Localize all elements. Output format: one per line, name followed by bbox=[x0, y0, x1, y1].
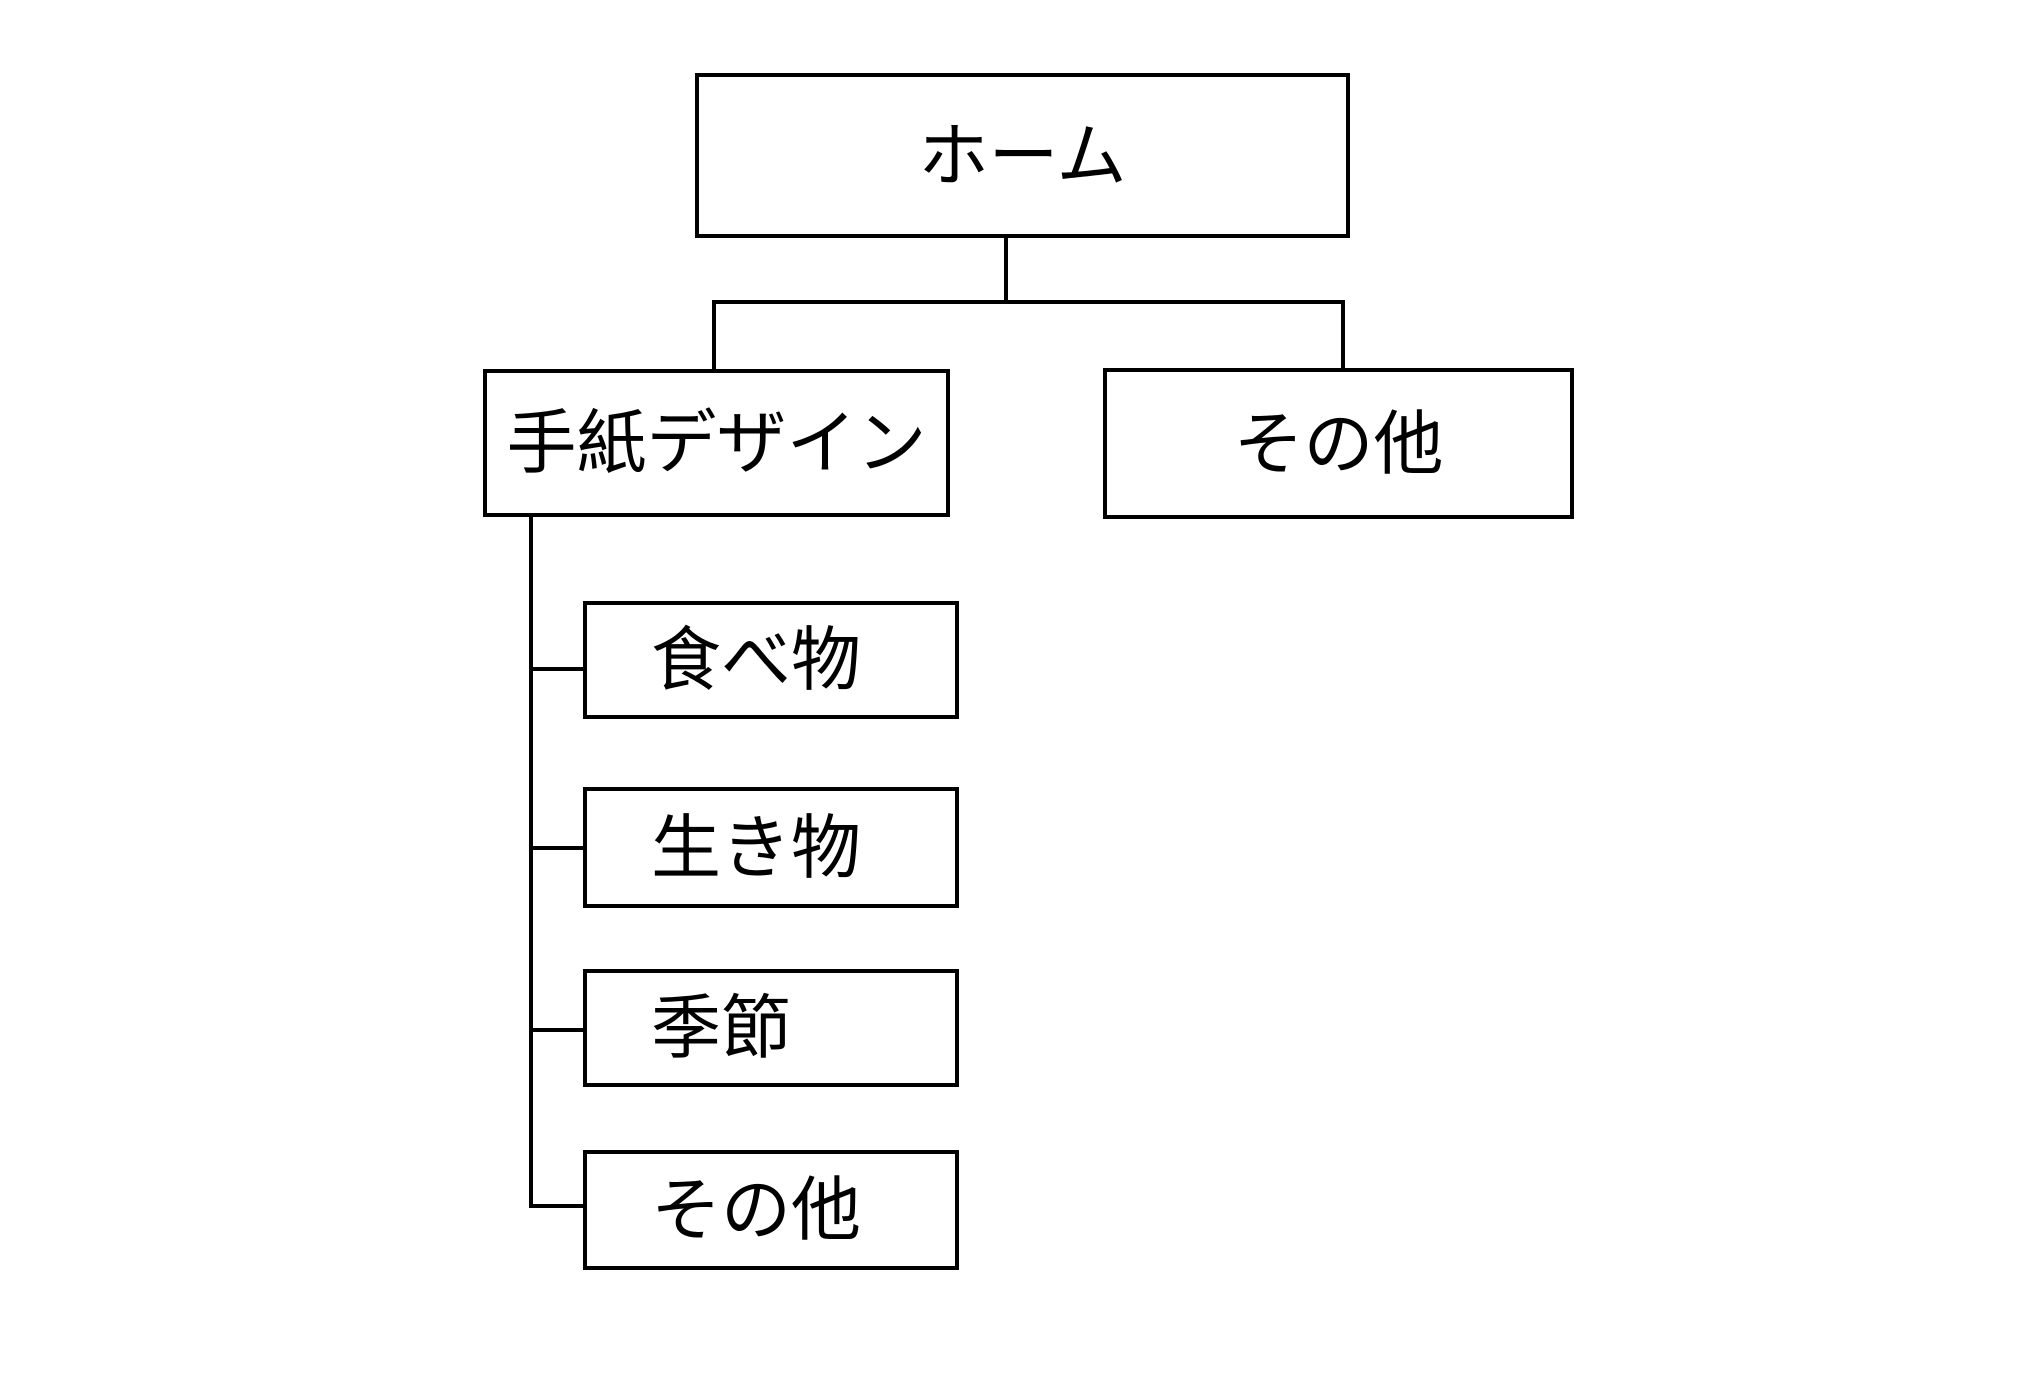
node-letter-design-label: 手紙デザイン bbox=[506, 404, 927, 482]
node-home-label: ホーム bbox=[918, 116, 1127, 195]
node-home: ホーム bbox=[695, 73, 1350, 238]
connector-stub-creatures bbox=[529, 846, 583, 850]
connector-letter-design-trunk bbox=[529, 517, 533, 1208]
node-letter-design: 手紙デザイン bbox=[483, 369, 950, 517]
node-other-top-label: その他 bbox=[1233, 404, 1444, 483]
connector-drop-letter-design bbox=[712, 300, 716, 369]
connector-stub-seasons bbox=[529, 1028, 583, 1032]
connector-stub-food bbox=[529, 667, 583, 671]
node-creatures-label: 生き物 bbox=[651, 808, 861, 887]
connector-home-drop bbox=[1004, 238, 1008, 304]
node-creatures: 生き物 bbox=[583, 787, 959, 908]
node-seasons-label: 季節 bbox=[651, 989, 791, 1067]
connector-level1-rail bbox=[712, 300, 1345, 304]
connector-drop-other bbox=[1341, 300, 1345, 368]
node-other-sub: その他 bbox=[583, 1150, 959, 1270]
node-food: 食べ物 bbox=[583, 601, 959, 719]
node-seasons: 季節 bbox=[583, 969, 959, 1087]
node-other-sub-label: その他 bbox=[651, 1171, 861, 1249]
connector-stub-other bbox=[529, 1204, 583, 1208]
node-food-label: 食べ物 bbox=[651, 621, 861, 699]
node-other-top: その他 bbox=[1103, 368, 1574, 519]
